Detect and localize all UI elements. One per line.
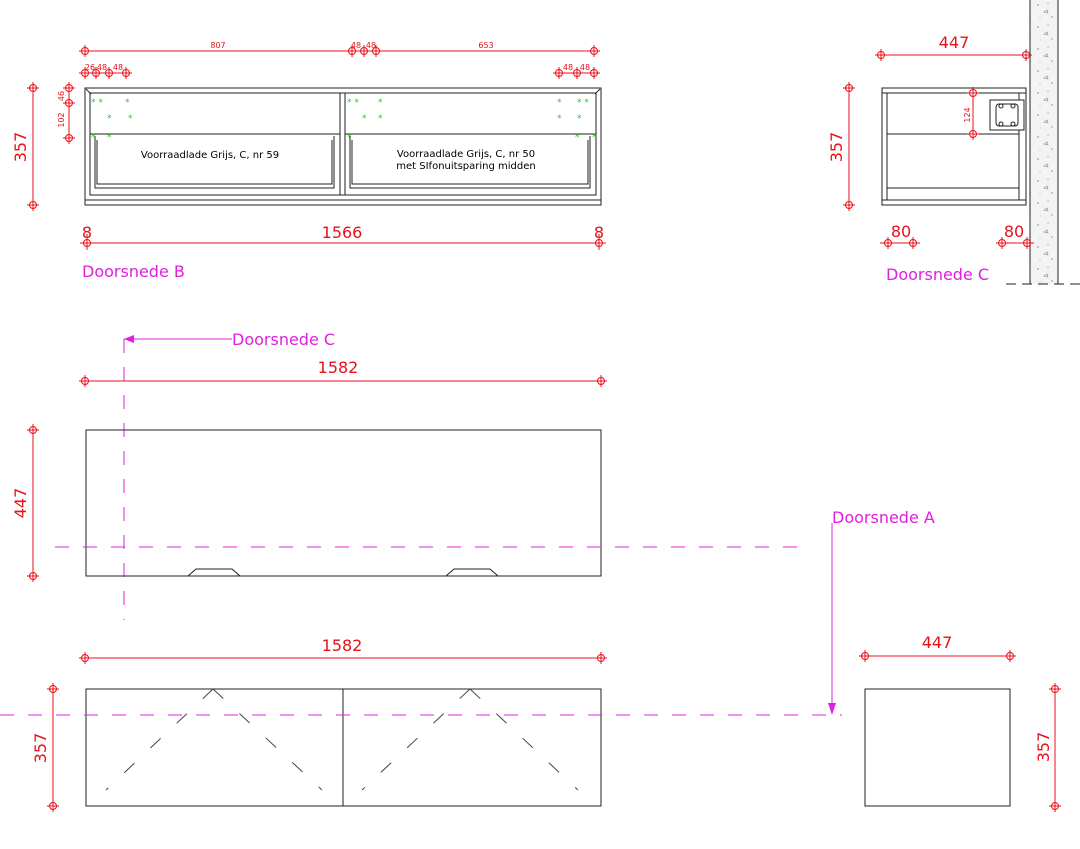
svg-text:* *: * * <box>91 98 103 108</box>
dim-357-c: 357 <box>827 132 846 163</box>
dim-447-c: 447 <box>939 33 970 52</box>
dim-8-left: 8 <box>82 223 92 242</box>
dim-80-left: 80 <box>891 222 911 241</box>
dim-357-b: 357 <box>11 132 30 163</box>
side-view: 447 357 <box>858 633 1062 813</box>
dim-48-a: 48 <box>351 41 361 50</box>
section-c-label: Doorsnede C <box>886 265 989 284</box>
dim-1566: 1566 <box>322 223 363 242</box>
dim-48-f: 48 <box>580 63 590 72</box>
dim-48-b: 48 <box>366 41 376 50</box>
section-b: 807 48 48 653 26 48 48 48 48 357 46 102 <box>11 41 606 281</box>
drawer-right-label-2: met SIfonuitsparing midden <box>396 161 535 172</box>
dim-48-c: 48 <box>97 63 107 72</box>
svg-text:*: * <box>557 98 562 108</box>
dim-102: 102 <box>57 112 66 127</box>
section-c: 447 357 124 80 80 Doorsnede C <box>827 0 1080 285</box>
top-view: Doorsnede C 1582 447 <box>11 330 810 620</box>
dim-447-side: 447 <box>922 633 953 652</box>
svg-text:*: * <box>378 98 383 108</box>
dim-46: 46 <box>57 91 66 101</box>
svg-text:*: * <box>557 114 562 124</box>
dim-48-e: 48 <box>563 63 573 72</box>
dim-807: 807 <box>210 41 225 50</box>
front-view: Doorsnede A 1582 357 <box>0 508 935 813</box>
drawer-left-label: Voorraadlade Grijs, C, nr 59 <box>141 150 279 161</box>
svg-text:*: * <box>575 133 580 143</box>
svg-text:*: * <box>125 98 130 108</box>
drawer-right-label-1: Voorraadlade Grijs, C, nr 50 <box>397 149 535 160</box>
fixing-marks: * ** ** ** * ** ** * ** * ** ** <box>91 98 597 143</box>
dim-357-front: 357 <box>31 733 50 764</box>
wall-hatch <box>1030 0 1058 284</box>
dim-48-d: 48 <box>113 63 123 72</box>
svg-text:*: * <box>378 114 383 124</box>
dim-1582-top: 1582 <box>318 358 359 377</box>
svg-text:*: * <box>347 133 352 143</box>
svg-text:*: * <box>107 114 112 124</box>
svg-text:*: * <box>91 133 96 143</box>
svg-text:*: * <box>128 114 133 124</box>
svg-text:*: * <box>362 114 367 124</box>
dim-357-side: 357 <box>1034 732 1053 763</box>
cut-label-a: Doorsnede A <box>832 508 935 527</box>
wall-bracket-icon <box>989 99 1025 131</box>
dim-80-right: 80 <box>1004 222 1024 241</box>
dim-447-top: 447 <box>11 488 30 519</box>
svg-text:*: * <box>577 114 582 124</box>
svg-text:*: * <box>107 133 112 143</box>
dim-1582-front: 1582 <box>322 636 363 655</box>
svg-text:* *: * * <box>347 98 359 108</box>
dim-26: 26 <box>85 63 95 72</box>
section-b-label: Doorsnede B <box>82 262 185 281</box>
dim-124: 124 <box>963 107 972 122</box>
dim-8-right: 8 <box>594 223 604 242</box>
cut-label-c: Doorsnede C <box>232 330 335 349</box>
svg-text:* *: * * <box>577 98 589 108</box>
svg-text:*: * <box>592 133 597 143</box>
dim-653: 653 <box>478 41 493 50</box>
